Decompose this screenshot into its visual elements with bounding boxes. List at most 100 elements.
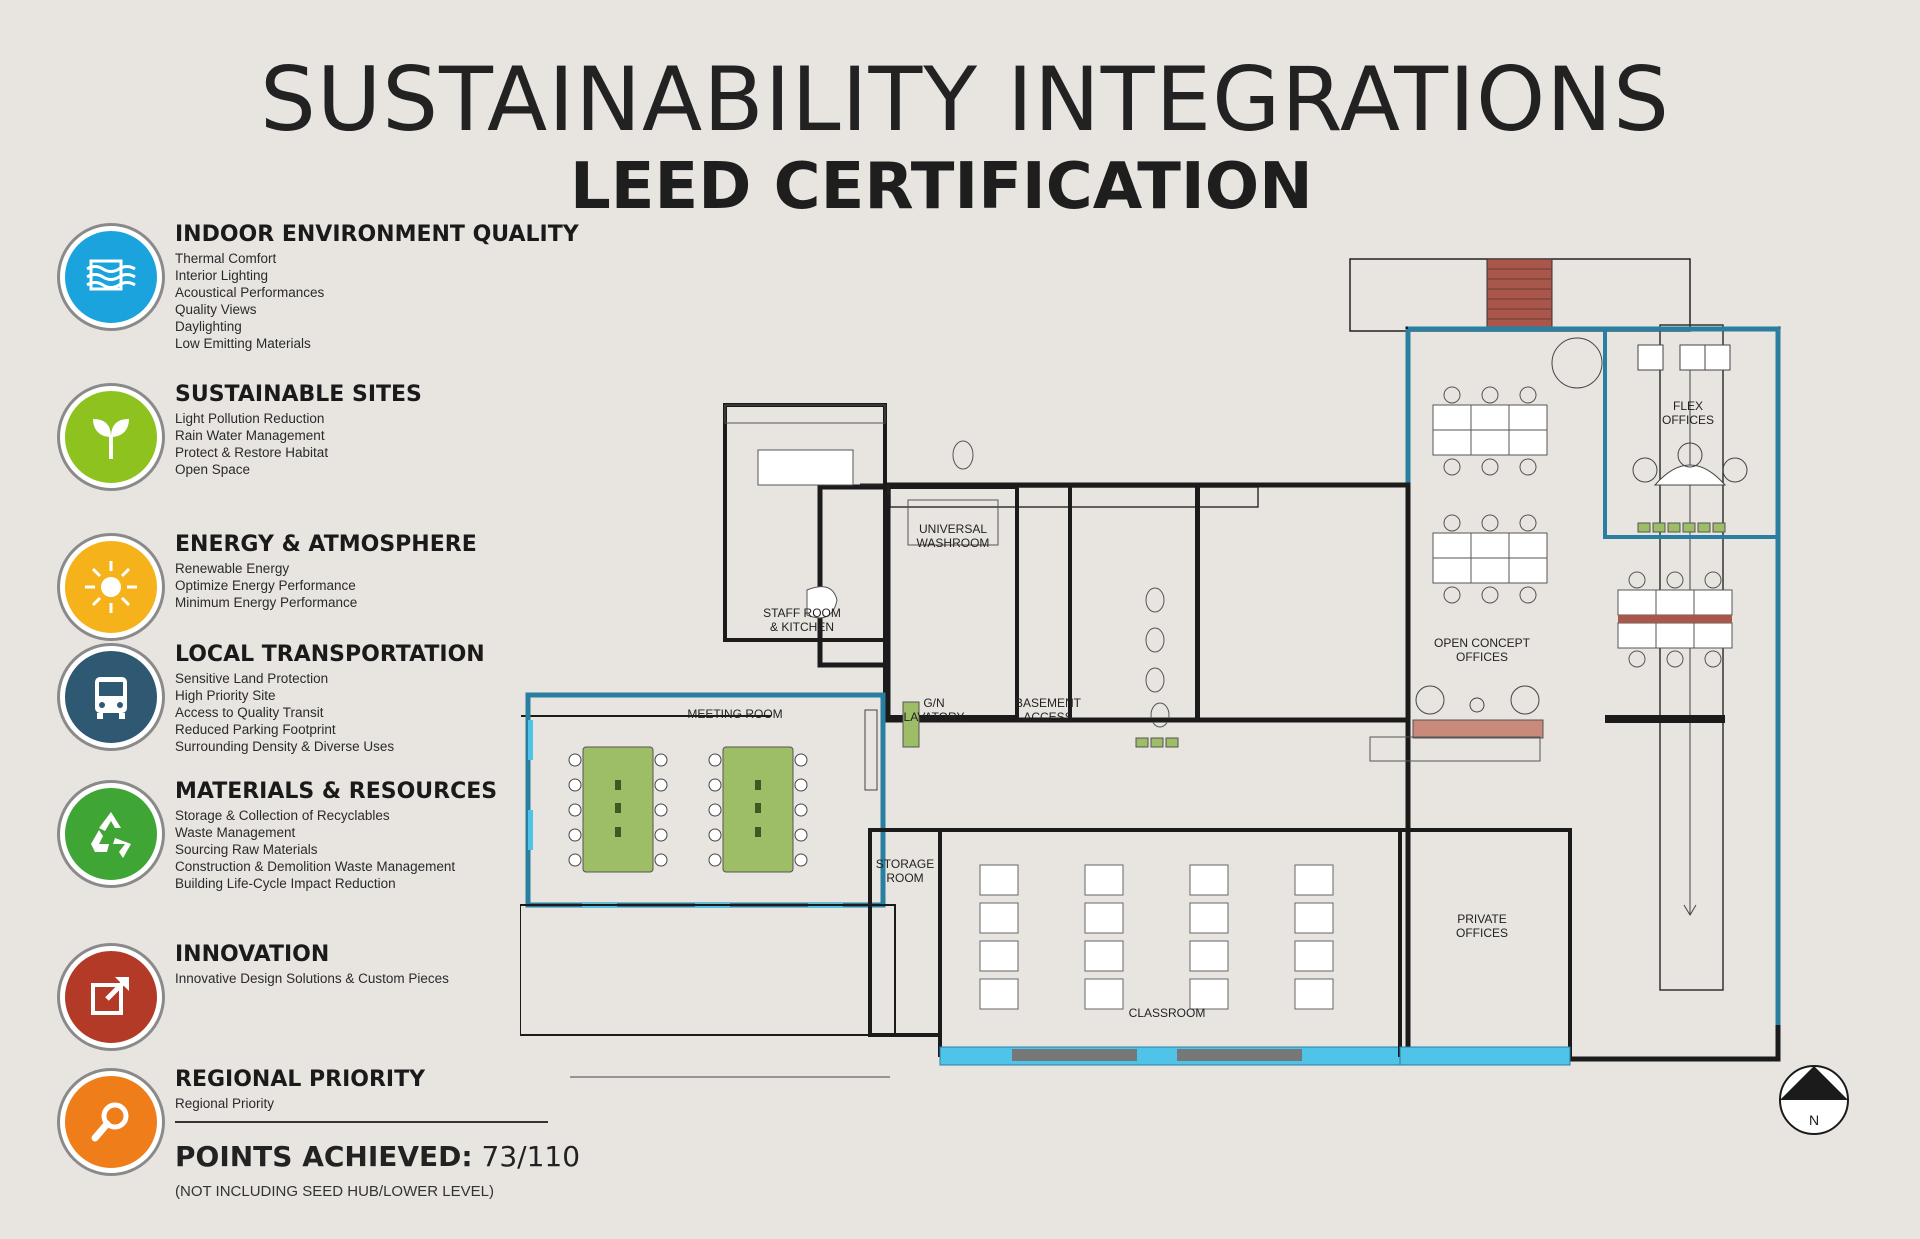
page-subtitle: LEED CERTIFICATION bbox=[570, 150, 1313, 224]
category-title: REGIONAL PRIORITY bbox=[175, 1067, 426, 1092]
points-note: (NOT INCLUDING SEED HUB/LOWER LEVEL) bbox=[175, 1183, 494, 1200]
category-item: Innovative Design Solutions & Custom Pie… bbox=[175, 971, 449, 986]
open-office-desks bbox=[1432, 404, 1733, 649]
points-label: POINTS ACHIEVED: bbox=[175, 1140, 473, 1173]
category-item: Thermal Comfort bbox=[175, 251, 277, 266]
classroom-desk bbox=[1294, 978, 1334, 1010]
room-label-private: PRIVATE bbox=[1457, 912, 1507, 926]
classroom-desk bbox=[1084, 940, 1124, 972]
room-label-open-offices: OPEN CONCEPT bbox=[1434, 636, 1531, 650]
classroom-desk bbox=[1084, 978, 1124, 1010]
classroom-desk bbox=[1189, 864, 1229, 896]
category-item: Rain Water Management bbox=[175, 428, 325, 443]
category-item: Interior Lighting bbox=[175, 268, 269, 283]
basement-stair bbox=[889, 486, 1259, 508]
room-label-lavatory: LAVATORY bbox=[904, 710, 965, 724]
room-label-classroom: CLASSROOM bbox=[1129, 1006, 1206, 1020]
category-item: Access to Quality Transit bbox=[175, 705, 324, 720]
category-title: LOCAL TRANSPORTATION bbox=[175, 642, 485, 667]
sun-icon bbox=[60, 536, 162, 638]
category-item: Open Space bbox=[175, 462, 251, 477]
category-items: Thermal Comfort Interior Lighting Acoust… bbox=[175, 250, 324, 352]
category-item: Daylighting bbox=[175, 319, 242, 334]
external-link-icon bbox=[60, 946, 162, 1048]
classroom-desk bbox=[1189, 902, 1229, 934]
room-label-storage: ROOM bbox=[886, 871, 923, 885]
room-label-flex: OFFICES bbox=[1662, 413, 1714, 427]
category-title: MATERIALS & RESOURCES bbox=[175, 779, 498, 804]
room-label-open-offices: OFFICES bbox=[1456, 650, 1508, 664]
category-title: INNOVATION bbox=[175, 942, 330, 967]
private-offices bbox=[1398, 828, 1572, 1057]
classroom-desk bbox=[1294, 864, 1334, 896]
category-item: Quality Views bbox=[175, 302, 257, 317]
category-item: Light Pollution Reduction bbox=[175, 411, 325, 426]
private-glazing bbox=[1399, 1046, 1571, 1066]
kitchen-island bbox=[757, 449, 854, 486]
category-item: Protect & Restore Habitat bbox=[175, 445, 329, 460]
classroom-desk bbox=[1294, 940, 1334, 972]
category-items: Renewable Energy Optimize Energy Perform… bbox=[175, 560, 357, 611]
category-item: Waste Management bbox=[175, 825, 296, 840]
category-item: Minimum Energy Performance bbox=[175, 595, 358, 610]
category-item: High Priority Site bbox=[175, 688, 276, 703]
room-label-washroom: WASHROOM bbox=[917, 536, 990, 550]
meeting-room bbox=[525, 692, 886, 908]
category-item: Construction & Demolition Waste Manageme… bbox=[175, 859, 456, 874]
page-title: SUSTAINABILITY INTEGRATIONS bbox=[260, 48, 1670, 151]
bus-icon bbox=[60, 646, 162, 748]
category-item: Reduced Parking Footprint bbox=[175, 722, 336, 737]
points-divider bbox=[175, 1121, 548, 1123]
room-label-flex: FLEX bbox=[1673, 399, 1703, 413]
category-items: Regional Priority bbox=[175, 1095, 274, 1112]
patio bbox=[520, 904, 896, 1036]
compass-label: N bbox=[1809, 1112, 1819, 1128]
room-label-washroom: UNIVERSAL bbox=[919, 522, 987, 536]
points-achieved: POINTS ACHIEVED: 73/110 bbox=[175, 1140, 580, 1173]
category-item: Sourcing Raw Materials bbox=[175, 842, 318, 857]
category-title: ENERGY & ATMOSPHERE bbox=[175, 532, 477, 557]
classroom-desk bbox=[1084, 902, 1124, 934]
classroom-desk bbox=[1084, 864, 1124, 896]
classroom-window bbox=[1012, 1049, 1137, 1061]
classroom-desk bbox=[1189, 978, 1229, 1010]
classroom-desk bbox=[979, 940, 1019, 972]
classroom-desk bbox=[979, 978, 1019, 1010]
flex-offices bbox=[1603, 327, 1780, 539]
staff-room-kitchen bbox=[723, 403, 887, 642]
classroom-window bbox=[1177, 1049, 1302, 1061]
air-flow-icon bbox=[60, 226, 162, 328]
category-title: SUSTAINABLE SITES bbox=[175, 382, 422, 407]
classroom-desk bbox=[1294, 902, 1334, 934]
category-item: Regional Priority bbox=[175, 1096, 275, 1111]
classroom-desk bbox=[979, 902, 1019, 934]
category-item: Sensitive Land Protection bbox=[175, 671, 329, 686]
category-item: Acoustical Performances bbox=[175, 285, 325, 300]
category-items: Storage & Collection of Recyclables Wast… bbox=[175, 807, 455, 892]
sprout-icon bbox=[60, 386, 162, 488]
room-label-staff: & KITCHEN bbox=[770, 620, 834, 634]
category-item: Optimize Energy Performance bbox=[175, 578, 356, 593]
room-label-staff: STAFF ROOM bbox=[763, 606, 841, 620]
classroom-glazing bbox=[939, 1046, 1401, 1066]
category-item: Renewable Energy bbox=[175, 561, 290, 576]
room-label-storage: STORAGE bbox=[876, 857, 934, 871]
room-label-lavatory: G/N bbox=[923, 696, 944, 710]
classroom-desk bbox=[1189, 940, 1229, 972]
magnifier-icon bbox=[60, 1071, 162, 1173]
category-items: Light Pollution Reduction Rain Water Man… bbox=[175, 410, 328, 478]
lounge-table bbox=[806, 586, 838, 619]
exterior-stair bbox=[1486, 258, 1553, 332]
kitchen-counter bbox=[724, 404, 886, 424]
room-label-meeting: MEETING ROOM bbox=[687, 707, 782, 721]
room-label-basement: BASEMENT bbox=[1015, 696, 1082, 710]
room-label-private: OFFICES bbox=[1456, 926, 1508, 940]
category-items: Sensitive Land Protection High Priority … bbox=[175, 670, 394, 755]
category-item: Low Emitting Materials bbox=[175, 336, 311, 351]
classroom-desk bbox=[979, 864, 1019, 896]
floor-plan: MEETING ROOM STAFF ROOM& KITCHEN UNIVERSAL… bbox=[520, 258, 1849, 1135]
category-item: Building Life-Cycle Impact Reduction bbox=[175, 876, 396, 891]
room-label-basement: ACCESS bbox=[1023, 710, 1072, 724]
category-items: Innovative Design Solutions & Custom Pie… bbox=[175, 970, 449, 987]
category-title: INDOOR ENVIRONMENT QUALITY bbox=[175, 222, 579, 247]
